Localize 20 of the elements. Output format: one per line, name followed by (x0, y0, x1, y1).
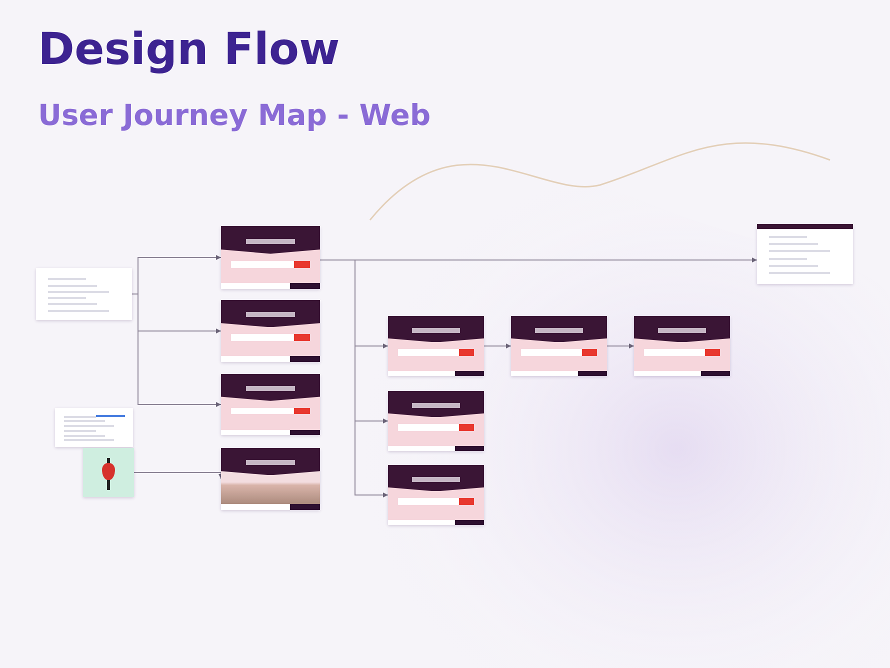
webpage-screenshot (221, 374, 320, 435)
webpage-screenshot (388, 316, 484, 376)
arrow (132, 294, 222, 407)
arrow (606, 344, 634, 348)
ad-card-picture (83, 448, 134, 497)
webpage-screenshot (388, 391, 484, 451)
arrow (320, 260, 388, 498)
webpage-screenshot (388, 465, 484, 525)
webpage-screenshot (221, 300, 320, 362)
search-results-screenshot (36, 268, 132, 320)
social-page-screenshot (55, 408, 133, 447)
subtitle: User Journey Map - Web (38, 98, 431, 133)
form-page-screenshot (757, 224, 853, 284)
arrow (484, 344, 512, 348)
webpage-screenshot (634, 316, 730, 376)
webpage-screenshot (511, 316, 607, 376)
arrow (134, 472, 224, 480)
webpage-screenshot (221, 226, 320, 289)
webpage-screenshot (221, 448, 320, 510)
title: Design Flow (38, 26, 340, 74)
